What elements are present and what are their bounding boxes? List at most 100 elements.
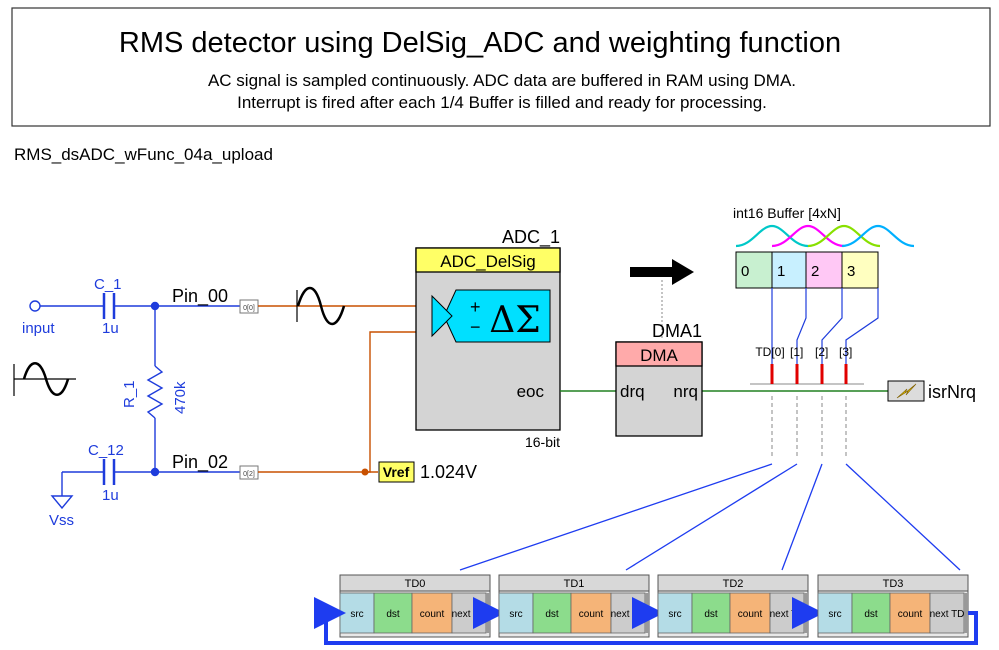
buffer-cell-0: 0 [735, 251, 773, 289]
td-marker-label: [1] [790, 345, 803, 359]
adc-input-triangle [431, 294, 453, 338]
td-field-label: src [668, 609, 681, 620]
td-descriptor-title: TD1 [564, 578, 585, 590]
adc-bits-label: 16-bit [525, 434, 560, 450]
dma-type-label: DMA [640, 346, 678, 365]
r1-value: 470k [172, 381, 189, 414]
weighting-curve-3 [841, 224, 915, 248]
td-field-src [498, 592, 534, 634]
td-field-label: dst [864, 609, 878, 620]
td-field-label: count [898, 609, 923, 620]
vref-value: 1.024V [420, 462, 477, 482]
header-box: RMS detector using DelSig_ADC and weight… [11, 7, 991, 127]
lightning-icon [896, 383, 917, 399]
td-field-label: next TD [611, 609, 646, 620]
isr-name: isrNrq [928, 382, 976, 402]
td-markers: TD[0] [1] [2] [3] [750, 345, 864, 385]
buffer-cell-label: 3 [847, 263, 855, 280]
td-field-label: dst [386, 609, 400, 620]
td-field-label: dst [545, 609, 559, 620]
td-fan-lines [459, 463, 961, 571]
input-sine-icon [13, 362, 76, 396]
weighting-curve-0 [735, 224, 809, 248]
dma-block[interactable]: DMA DMA1 drq nrq [615, 321, 703, 437]
header-description-line1: AC signal is sampled continuously. ADC d… [208, 71, 796, 90]
pin00-port: 0[0] [239, 299, 259, 314]
td-chain: TD0 src dst count next TD TD1 src dst count next … [314, 574, 978, 645]
adc-eoc-port: eoc [517, 382, 545, 401]
td-descriptor-1: TD1 src dst count next TD [498, 574, 650, 638]
td-descriptor-title: TD3 [883, 578, 904, 590]
td-field-src [817, 592, 853, 634]
weighting-curve-2 [807, 224, 881, 248]
weighting-curve-1 [771, 224, 845, 248]
delta-sigma-symbol: ΔΣ [489, 300, 540, 341]
buffer-td-links [771, 288, 879, 364]
pin02-name: Pin_02 [172, 452, 228, 473]
buffer-cell-label: 2 [811, 263, 819, 280]
td-field-label: src [509, 609, 522, 620]
td-field-dst [373, 592, 413, 634]
buffer-cell-label: 1 [777, 263, 785, 280]
td-field-count [411, 592, 453, 634]
pin00-name: Pin_00 [172, 286, 228, 307]
c12-name: C_12 [88, 442, 124, 459]
td-field-label: src [350, 609, 363, 620]
td-chain-loopback [314, 597, 978, 645]
c1-name: C_1 [94, 276, 122, 293]
adc-minus-sign: − [470, 317, 481, 337]
vref-label: Vref [383, 464, 410, 480]
td-field-next-TD [929, 592, 965, 634]
signal-sine-icon [296, 286, 346, 326]
page-title: RMS detector using DelSig_ADC and weight… [119, 27, 841, 59]
adc-instance-label: ADC_1 [502, 227, 560, 248]
td-field-count [570, 592, 612, 634]
td-field-count [889, 592, 931, 634]
dma-instance-label: DMA1 [652, 321, 702, 341]
dataflow-arrow-icon [630, 259, 694, 285]
dma-nrq-port: nrq [673, 382, 698, 401]
input-network [29, 293, 240, 510]
td-field-label: next TD [452, 609, 487, 620]
td-field-label: next TD [770, 609, 805, 620]
isr-block[interactable]: isrNrq [887, 380, 976, 402]
input-label: input [22, 320, 55, 337]
r1-resistor [146, 365, 164, 419]
vss-ground-symbol [50, 495, 74, 510]
c1-value: 1u [102, 320, 119, 337]
vss-label: Vss [49, 512, 74, 529]
td-field-count [729, 592, 771, 634]
input-terminal [29, 300, 41, 312]
analog-wires [258, 305, 432, 473]
td-marker-label: [3] [839, 345, 852, 359]
td-field-label: count [579, 609, 604, 620]
td-marker-label: TD[0] [755, 345, 784, 359]
td-field-label: count [420, 609, 445, 620]
td-field-dst [691, 592, 731, 634]
td-field-src [657, 592, 693, 634]
adc-type-label: ADC_DelSig [440, 252, 535, 271]
td-descriptor-title: TD0 [405, 578, 426, 590]
r1-name: R_1 [121, 380, 138, 408]
vref-junction [361, 468, 369, 476]
buffer-cell-1: 1 [771, 251, 809, 289]
buffer-title: int16 Buffer [4xN] [733, 205, 841, 221]
td-marker-label: [2] [815, 345, 828, 359]
c12-value: 1u [102, 487, 119, 504]
svg-text:0[2]: 0[2] [243, 471, 255, 478]
adc-block[interactable]: ADC_DelSig ADC_1 + − ΔΣ eoc [415, 227, 561, 431]
td-descriptor-0: TD0 src dst count next TD [339, 574, 491, 638]
project-name: RMS_dsADC_wFunc_04a_upload [14, 145, 273, 164]
pin02-port: 0[2] [239, 465, 259, 480]
td-dashed-links [771, 396, 847, 458]
buffer-weighting-curves [735, 224, 915, 248]
td-field-label: count [738, 609, 763, 620]
adc-plus-sign: + [470, 297, 481, 317]
svg-text:0[0]: 0[0] [243, 305, 255, 312]
td-field-label: src [828, 609, 841, 620]
td-descriptor-title: TD2 [723, 578, 744, 590]
buffer-cell-3: 3 [841, 251, 879, 289]
